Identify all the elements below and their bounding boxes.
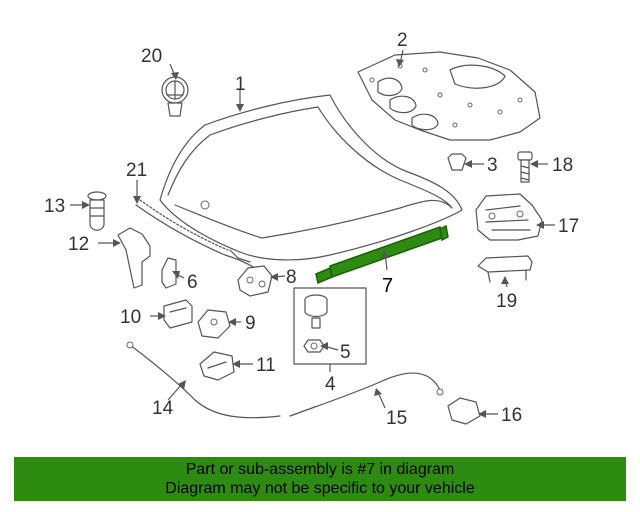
hinge-plate[interactable]	[237, 265, 273, 297]
callout-3: 3	[487, 155, 498, 176]
bolt[interactable]	[517, 151, 533, 183]
buffer-kit[interactable]	[293, 287, 367, 365]
leader-arrowheads	[82, 59, 544, 418]
mounting-bracket[interactable]	[117, 227, 151, 289]
secondary-latch[interactable]	[447, 397, 481, 425]
release-cable-rear[interactable]	[289, 372, 444, 417]
diagram-notice-banner: Part or sub-assembly is #7 in diagram Di…	[14, 457, 626, 501]
hood-insulation[interactable]	[357, 51, 541, 141]
callout-8: 8	[286, 267, 297, 288]
callout-13: 13	[44, 196, 65, 217]
nut[interactable]	[303, 339, 325, 353]
callout-15: 15	[386, 408, 407, 429]
release-cable-front[interactable]	[126, 341, 281, 419]
hood-lift-support[interactable]	[315, 224, 449, 285]
callout-19: 19	[496, 291, 517, 312]
banner-line-1: Part or sub-assembly is #7 in diagram	[185, 461, 455, 478]
banner-line-2: Diagram may not be specific to your vehi…	[165, 480, 475, 497]
callout-1: 1	[235, 74, 246, 95]
hood-emblem[interactable]	[161, 76, 189, 117]
callout-12: 12	[68, 234, 89, 255]
callout-2: 2	[397, 30, 408, 51]
bumper-stop[interactable]	[87, 191, 107, 231]
callout-11: 11	[256, 355, 276, 376]
callout-6: 6	[187, 272, 198, 293]
callout-10: 10	[120, 307, 141, 328]
small-bracket[interactable]	[161, 257, 177, 289]
callout-17: 17	[558, 216, 579, 237]
callout-14: 14	[152, 398, 174, 419]
callout-7: 7	[382, 275, 393, 297]
callout-20: 20	[141, 46, 162, 67]
clip[interactable]	[447, 153, 467, 171]
hood-latch[interactable]	[475, 193, 543, 241]
callout-18: 18	[552, 155, 573, 176]
handle-cover[interactable]	[199, 351, 235, 381]
parts-diagram: 1 2 3 4 5 6 7 8 9 10 11 12 13 14 15 16 1…	[44, 30, 579, 429]
callout-16: 16	[501, 405, 522, 426]
hood-seal[interactable]	[135, 199, 256, 269]
latch-bracket[interactable]	[477, 255, 533, 283]
cable-guide[interactable]	[163, 299, 193, 329]
callout-4: 4	[325, 374, 336, 395]
callout-5: 5	[340, 342, 351, 363]
hood-panel[interactable]	[159, 94, 463, 263]
release-handle[interactable]	[197, 309, 231, 339]
callout-labels: 1 2 3 4 5 6 7 8 9 10 11 12 13 14 15 16 1…	[44, 30, 579, 429]
callout-9: 9	[245, 313, 256, 334]
callout-21: 21	[126, 160, 147, 181]
